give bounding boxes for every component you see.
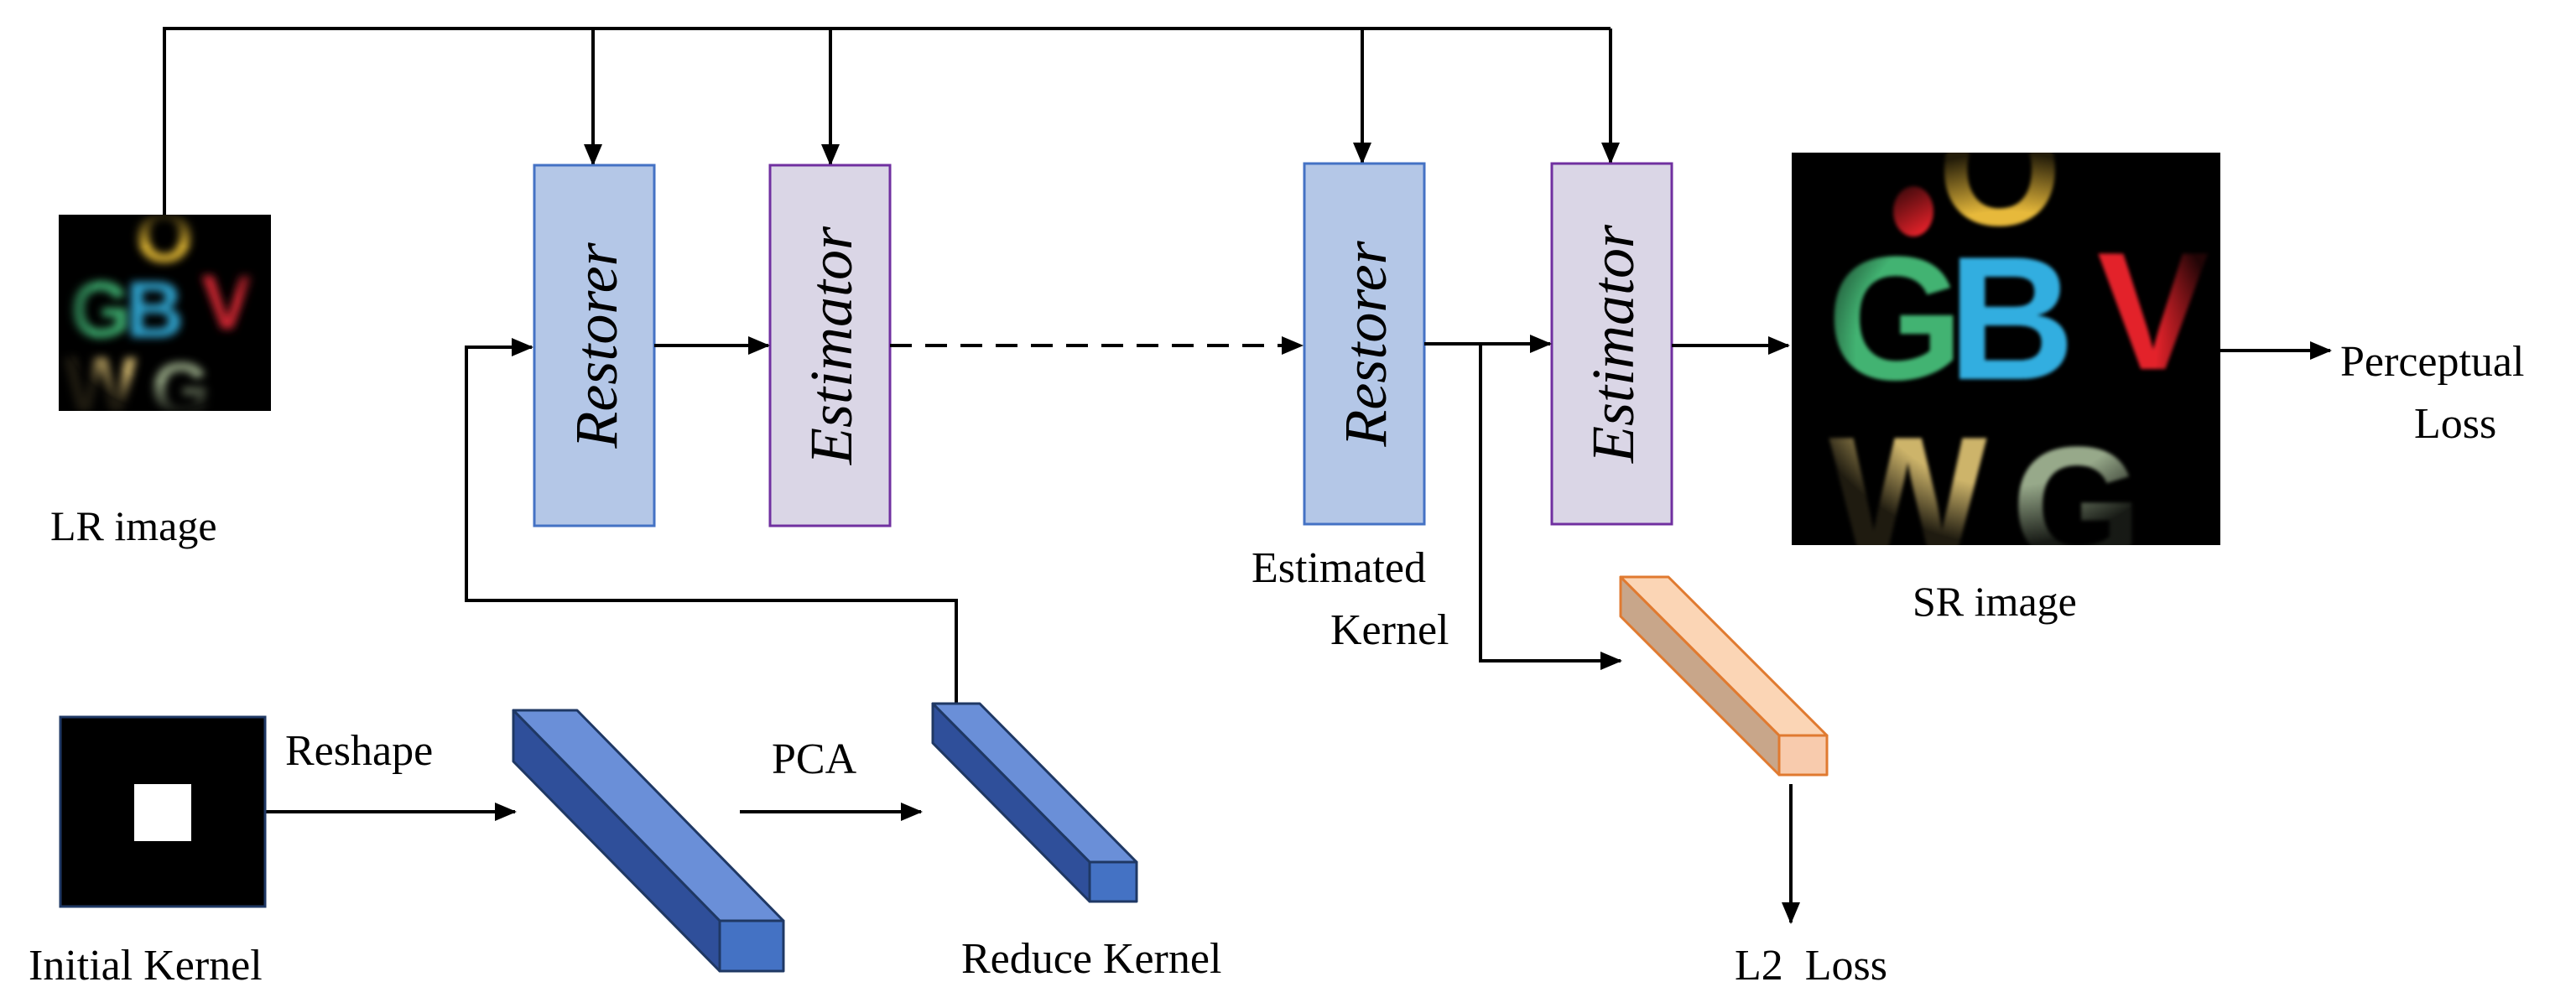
flow-connectors: [265, 335, 2332, 924]
sr-image: O G B V W G: [1792, 153, 2220, 545]
estimator-block-1-label: Estimator: [798, 226, 865, 465]
reshaped-kernel-vector: [512, 709, 785, 973]
restorer-block-2-label: Restorer: [1332, 240, 1399, 447]
lr-image: O G B V W G: [59, 215, 271, 411]
initial-kernel-label: Initial Kernel: [29, 942, 263, 990]
lr-feedback-connector: [163, 27, 1620, 215]
perceptual-loss-label-line2: Loss: [2414, 400, 2496, 448]
sr-image-label: SR image: [1912, 578, 2077, 625]
estimator-block-2-label: Estimator: [1579, 224, 1647, 464]
reduced-kernel-vector: [931, 702, 1138, 903]
lr-image-label: LR image: [50, 502, 217, 549]
estimator-block-1: Estimator: [768, 164, 892, 527]
pca-label: PCA: [772, 735, 857, 783]
estimator-block-2: Estimator: [1550, 162, 1673, 526]
restorer-block-1-label: Restorer: [563, 242, 630, 449]
restorer-block-2: Restorer: [1303, 162, 1426, 526]
initial-kernel: [59, 715, 267, 908]
estimated-kernel-vector: [1619, 575, 1829, 777]
reshape-label: Reshape: [285, 727, 433, 775]
reduce-kernel-label: Reduce Kernel: [961, 935, 1221, 983]
estimated-kernel-label-line2: Kernel: [1330, 606, 1449, 654]
restorer-block-1: Restorer: [533, 164, 656, 527]
l2-loss-label: L2 Loss: [1735, 942, 1887, 990]
perceptual-loss-label-line1: Perceptual: [2340, 338, 2524, 386]
estimated-kernel-label-line1: Estimated: [1252, 544, 1426, 592]
